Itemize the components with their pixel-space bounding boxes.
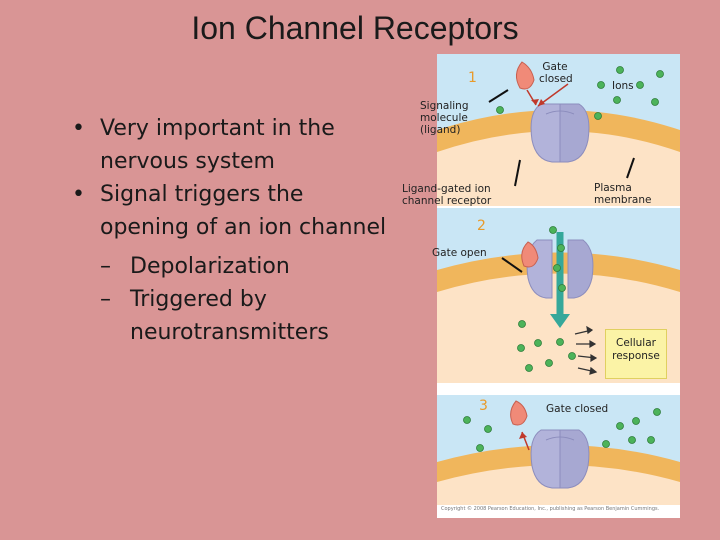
copyright-text: Copyright © 2008 Pearson Education, Inc.… — [441, 506, 660, 512]
gate-closed-label: Gate closed — [539, 61, 573, 85]
ligand-molecule — [516, 61, 535, 90]
bullet-text: Signal triggers the opening of an ion ch… — [100, 182, 387, 240]
bullet-marker: – — [100, 254, 111, 279]
sub-bullet-item: – Triggered by neurotransmitters — [72, 283, 392, 349]
cellular-response-box: Cellular response — [605, 329, 667, 379]
bullet-text: Triggered by neurotransmitters — [130, 287, 329, 345]
plasma-membrane-label: Plasma membrane — [594, 182, 652, 206]
sub-bullet-item: – Depolarization — [72, 250, 392, 283]
ions-group — [496, 66, 664, 120]
bullet-list: • Very important in the nervous system •… — [72, 112, 392, 349]
ligand-gated-receptor-label: Ligand-gated ion channel receptor — [402, 183, 492, 207]
step-number-2: 2 — [477, 218, 486, 234]
bullet-text: Very important in the nervous system — [100, 116, 335, 174]
ions-label: Ions — [612, 80, 634, 92]
bullet-marker: • — [72, 182, 85, 207]
slide-title: Ion Channel Receptors — [191, 10, 519, 46]
receptor-closed — [530, 103, 590, 163]
gate-closed-label-3: Gate closed — [546, 403, 609, 415]
panel-1 — [437, 54, 680, 206]
ligand-bound — [521, 241, 539, 268]
gate-open-label: Gate open — [432, 247, 487, 259]
bullet-item: • Signal triggers the opening of an ion … — [72, 178, 392, 244]
panel-3 — [437, 395, 680, 505]
bullet-marker: – — [100, 287, 111, 312]
step-number-1: 1 — [468, 70, 477, 86]
step-number-3: 3 — [479, 398, 488, 414]
bullet-text: Depolarization — [130, 254, 290, 279]
ligand-released — [510, 400, 528, 426]
bullet-marker: • — [72, 116, 85, 141]
signaling-molecule-label: Signaling molecule (ligand) — [420, 100, 469, 136]
bullet-item: • Very important in the nervous system — [72, 112, 392, 178]
receptor-closed-again — [530, 429, 590, 489]
